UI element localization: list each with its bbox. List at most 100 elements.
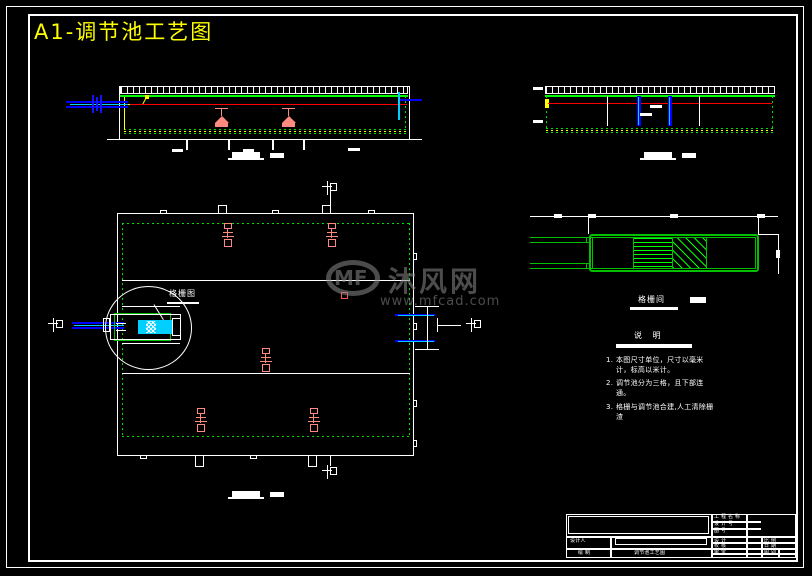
detail-r-chamber-inner [592,237,756,269]
elev-l-base [107,139,422,140]
section-marker-top [322,181,338,195]
elev-l-inner-bottom [124,129,406,130]
section-line-bottom [330,456,331,466]
plan-tick-right-2 [413,323,417,330]
tb-hsep-6 [711,553,796,555]
tb-right-label-1: 日 期 [764,543,777,549]
detail-grille-line-2 [116,330,126,331]
detail-grille-screen-hatch [146,321,156,333]
elev-l-dim-1 [172,149,183,152]
elev-r-view-label [644,152,672,159]
tb-right-label-2: 图 别 [764,550,777,556]
elev-r-dim-2 [640,113,652,116]
elev-r-yellow-inlet [545,99,549,108]
detail-r-view-label: 格栅间 [638,295,665,304]
note-number: 1. [606,356,614,364]
tb-col-label-2: 图 号 [714,528,727,534]
notes-heading: 说 明 [634,331,665,340]
detail-r-chamber-outer [589,234,759,272]
elev-l-left-wall [119,86,120,140]
tb-drawn-label: 绘 制 [578,550,591,556]
plan-mixer-3 [259,348,273,374]
elev-l-right-wall [409,86,410,140]
detail-r-screen-diag-zone [673,238,706,268]
section-line-right-tick [437,318,438,332]
plan-tick-right-3 [413,400,417,407]
detail-r-inlet-top [530,237,592,238]
elev-r-dim-3 [533,87,543,90]
elev-r-dim-4 [533,120,543,123]
plan-inlet-pipe-bottom [72,327,124,329]
plan-pier-top-3 [160,210,167,214]
plan-pier-bot-3 [140,455,147,459]
plan-view-underline [228,497,264,499]
elev-r-grating-hatch [546,87,774,94]
elev-r-inner-right [772,96,773,129]
plan-pier-bot-1 [195,455,204,467]
note-text: 本图尺寸单位，尺寸以毫米计，标高以米计。 [616,356,704,375]
detail-r-tick-3 [670,214,678,218]
elev-r-dim-1 [650,105,662,108]
plan-pier-bot-4 [250,455,257,459]
detail-r-inlet-step-1 [586,237,587,243]
elev-l-inlet-valve [92,95,102,113]
plan-tick-right-1 [413,253,417,260]
detail-r-dim-line-top [530,216,778,217]
elev-l-riser [398,92,400,120]
elev-l-inner-right [405,96,406,130]
tb-field-0: 设 计 [714,538,727,544]
page-title: A1-调节池工艺图 [34,20,214,44]
elev-r-view-underline [640,158,676,160]
elev-l-pier-3 [272,139,274,150]
elev-r-inner-bottom [546,128,773,129]
plan-pier-top-5 [368,210,375,214]
elev-l-floor-yellow [124,131,406,132]
elev-r-floor-green [546,132,773,133]
detail-r-ext-3 [758,234,778,235]
title-block: 设计人 绘 制 调节池工艺图 工 程 名 称 设 计 号 图 号 设 计 校 核… [566,510,796,558]
tb-col-label-0: 工 程 名 称 [714,514,741,520]
detail-r-tick-2 [588,214,596,218]
tb-hsep-4 [711,528,761,530]
plan-inlet-pipe-core [74,325,124,326]
elev-l-pier-4 [303,139,305,150]
plan-view-label [232,491,260,498]
section-marker-right [466,318,482,332]
plan-scale-label [270,492,284,497]
notes-heading-underline [616,344,692,348]
note-text: 调节池分为三格，且下部连通。 [616,379,704,398]
plan-inner-right [409,223,410,437]
detail-r-inlet-step-2 [586,263,587,269]
section-line-top [330,190,331,214]
detail-grille-line-1 [116,323,126,324]
elev-l-view-label [232,152,260,159]
plan-tick-right-4 [413,440,417,447]
note-text: 格栅与调节池合建,人工清除栅渣 [616,402,714,421]
plan-partition-2 [122,373,410,374]
note-item: 2. 调节池分为三格，且下部连通。 [606,378,716,398]
section-line-right [437,325,461,326]
plan-inlet-pipe-top [72,322,124,324]
tb-blank-cell [568,516,709,534]
detail-r-inlet-bottom [530,268,592,269]
note-item: 3. 格栅与调节池合建,人工清除栅渣 [606,402,716,422]
elev-r-mixer-2 [668,96,672,126]
elev-l-water-level [130,104,407,105]
elev-l-floor-green [124,133,406,134]
plan-inner-top [122,223,410,224]
elev-r-mixer-2-core [669,97,670,125]
tb-field-2: 审 定 [714,550,727,556]
tb-col-label-1: 设 计 号 [714,521,734,527]
tb-vsep-3 [610,536,612,558]
elev-l-outlet-pipe [400,99,422,101]
plan-outlet-pipe-1-core [398,315,434,316]
elev-r-deck-green [545,95,775,97]
notes-list: 1. 本图尺寸单位，尺寸以毫米计，标高以米计。 2. 调节池分为三格，且下部连通… [606,355,716,425]
tb-right-label-0: 比 例 [764,538,777,544]
detail-r-tick-4 [757,214,765,218]
elev-l-yellow-wall [124,97,125,130]
plan-mixer-4 [194,408,208,434]
elev-l-deck-green [120,95,408,97]
detail-r-tick-1 [554,214,562,218]
